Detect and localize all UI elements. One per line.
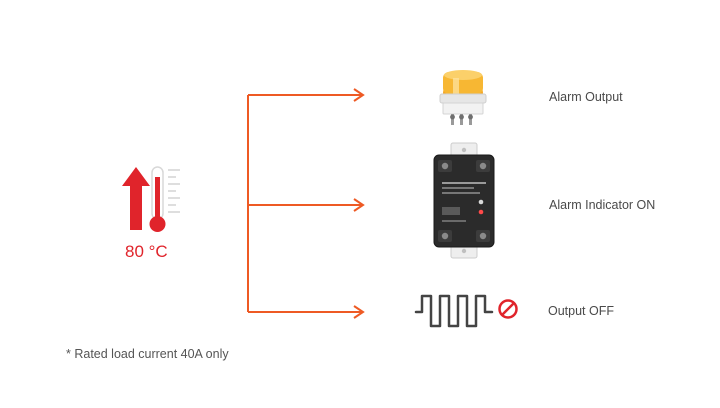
square-wave-icon bbox=[414, 294, 494, 328]
prohibited-icon bbox=[498, 299, 518, 319]
temperature-value: 80 °C bbox=[125, 242, 168, 261]
warning-beacon-icon bbox=[439, 70, 487, 125]
thermometer-icon bbox=[149, 166, 180, 232]
output-label-alarm-output: Alarm Output bbox=[549, 90, 623, 104]
solid-state-relay-image bbox=[433, 142, 495, 259]
footnote: * Rated load current 40A only bbox=[66, 347, 229, 361]
up-arrow-icon bbox=[122, 167, 150, 230]
output-label-output-off: Output OFF bbox=[548, 304, 614, 318]
output-label-alarm-indicator: Alarm Indicator ON bbox=[549, 198, 656, 212]
connector-lines bbox=[247, 88, 365, 319]
